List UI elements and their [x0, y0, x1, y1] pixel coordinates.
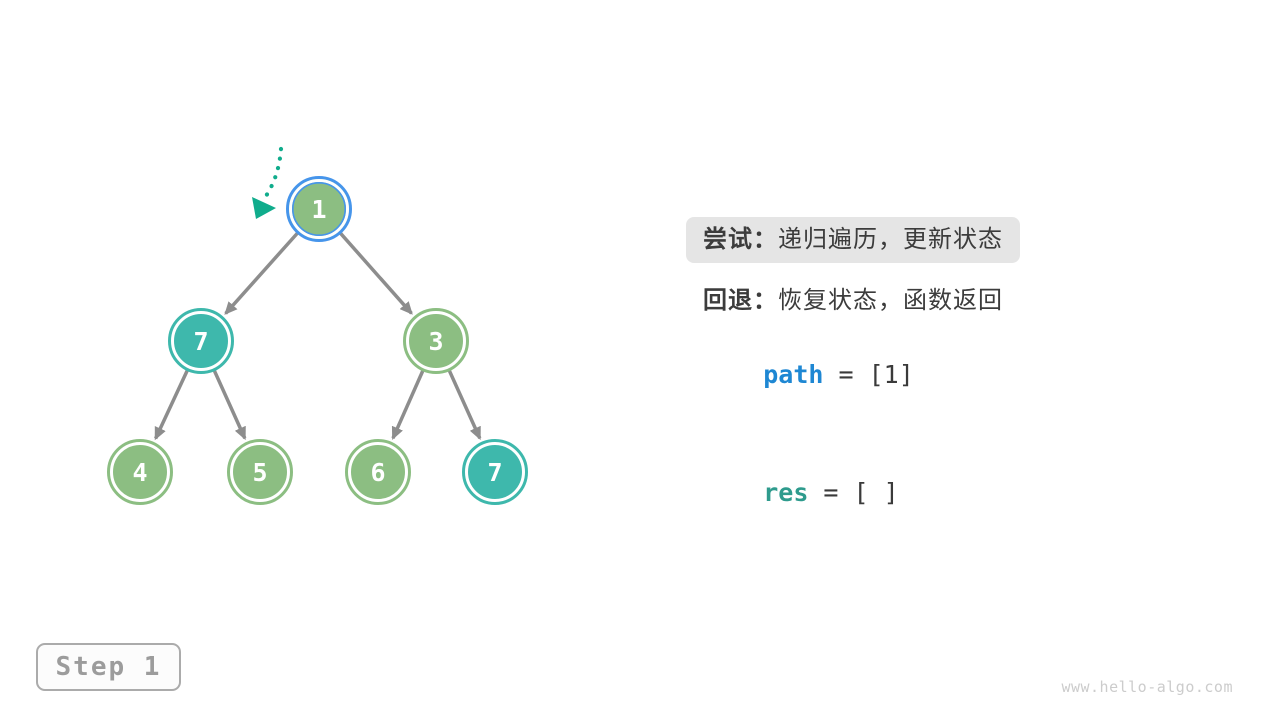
backtrack-label: 回退： [703, 287, 778, 314]
step-badge: Step 1 [36, 643, 181, 691]
tree-node-4: 4 [107, 439, 173, 505]
tree-edge-n3-n6 [391, 369, 425, 440]
tree-node-3: 3 [403, 308, 469, 374]
watermark: www.hello-algo.com [1061, 678, 1233, 696]
backtrack-annotation: 回退：恢复状态，函数返回 [703, 280, 1003, 315]
tree-edge-n1-n7a [224, 231, 299, 315]
res-variable-value: = [ ] [808, 478, 899, 507]
res-variable-line: res = [ ] [703, 449, 899, 536]
tree-node-value: 7 [487, 458, 502, 487]
tree-node-5: 5 [227, 439, 293, 505]
tree-edge-n7a-n5 [212, 369, 247, 441]
tree-edge-n1-n3 [338, 231, 413, 315]
try-annotation-pill: 尝试：递归遍历，更新状态 [686, 217, 1020, 263]
pointer-arrow-dots [263, 146, 284, 199]
try-label: 尝试： [703, 226, 778, 253]
pointer-arrowhead-icon [252, 197, 276, 219]
step-badge-label: Step 1 [55, 652, 162, 682]
try-text: 递归遍历，更新状态 [778, 226, 1003, 253]
path-variable-name: path [763, 360, 824, 389]
tree-node-6: 6 [345, 439, 411, 505]
tree-node-value: 6 [370, 458, 385, 487]
tree-node-value: 5 [252, 458, 267, 487]
backtrack-text: 恢复状态，函数返回 [778, 287, 1003, 314]
tree-edge-n7a-n4 [154, 369, 190, 441]
tree-edge-n3-n7b [447, 369, 482, 441]
tree-node-7: 7 [168, 308, 234, 374]
tree-node-value: 7 [193, 327, 208, 356]
tree-node-value: 3 [428, 327, 443, 356]
tree-node-1: 1 [286, 176, 352, 242]
tree-node-7: 7 [462, 439, 528, 505]
res-variable-name: res [763, 478, 809, 507]
path-variable-line: path = [1] [703, 331, 914, 418]
tree-node-value: 1 [311, 195, 326, 224]
path-variable-value: = [1] [823, 360, 914, 389]
tree-node-value: 4 [132, 458, 147, 487]
